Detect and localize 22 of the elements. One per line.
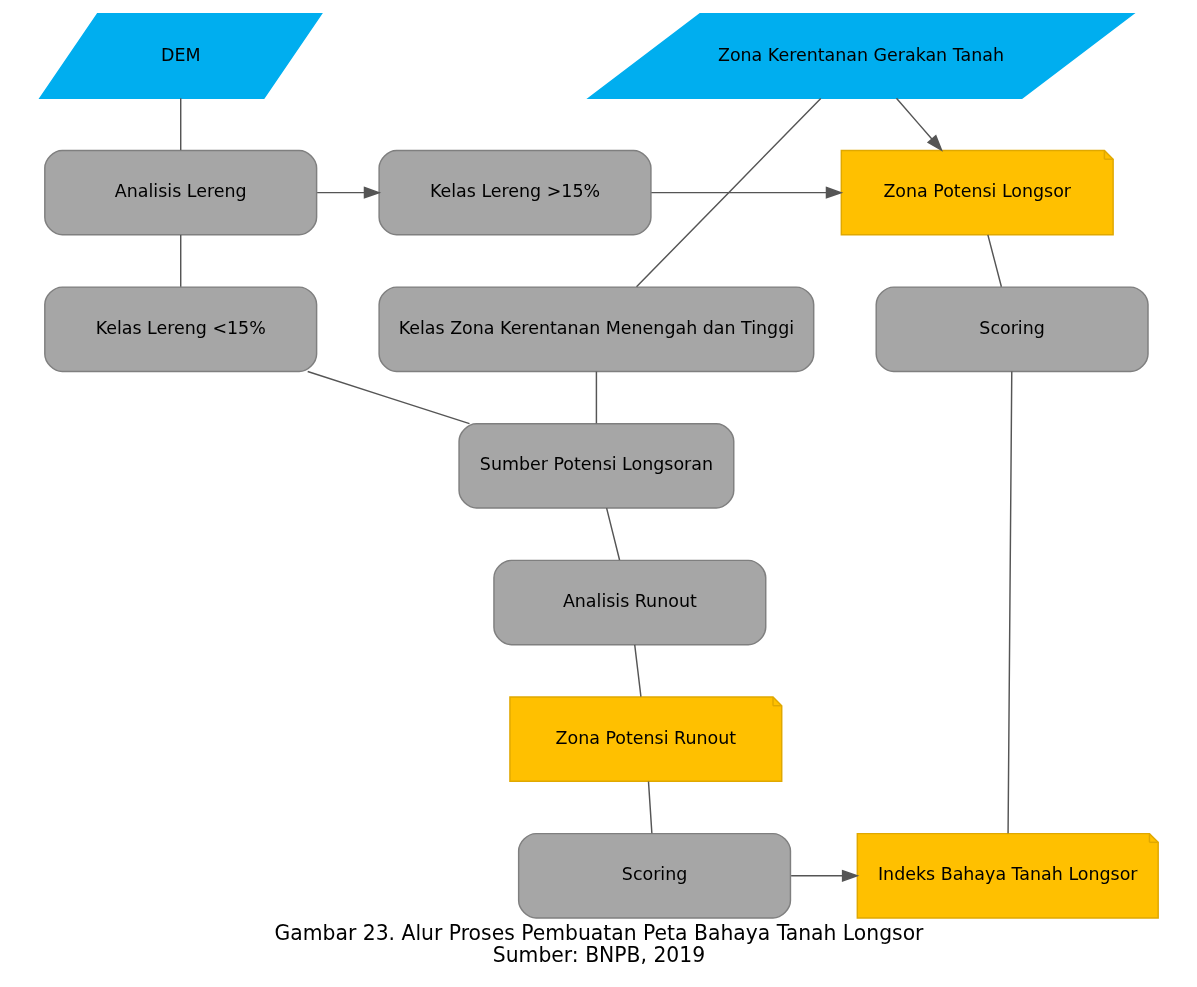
connector	[595, 370, 597, 425]
connector	[986, 234, 1002, 288]
node-box: Sumber Potensi Longsoran	[457, 423, 734, 509]
connector	[605, 507, 620, 561]
connector	[1006, 370, 1012, 835]
connector	[306, 370, 470, 425]
arrow	[315, 186, 381, 199]
node-box: Kelas Zona Kerentanan Menengah dan Tinggi	[377, 286, 814, 373]
connector	[633, 644, 642, 698]
arrow	[895, 97, 943, 152]
node-box: Kelas Lereng >15%	[377, 149, 652, 236]
node-box: Analisis Lereng	[43, 149, 317, 236]
node-box: Scoring	[517, 832, 791, 919]
connector	[635, 97, 821, 288]
node-box: Analisis Runout	[492, 559, 766, 646]
arrow	[650, 186, 843, 199]
connector	[179, 234, 181, 288]
node-box: Kelas Lereng <15%	[43, 286, 317, 373]
connector	[179, 97, 181, 151]
node-box: Scoring	[875, 286, 1149, 373]
arrow	[789, 869, 859, 882]
connector	[647, 780, 653, 834]
